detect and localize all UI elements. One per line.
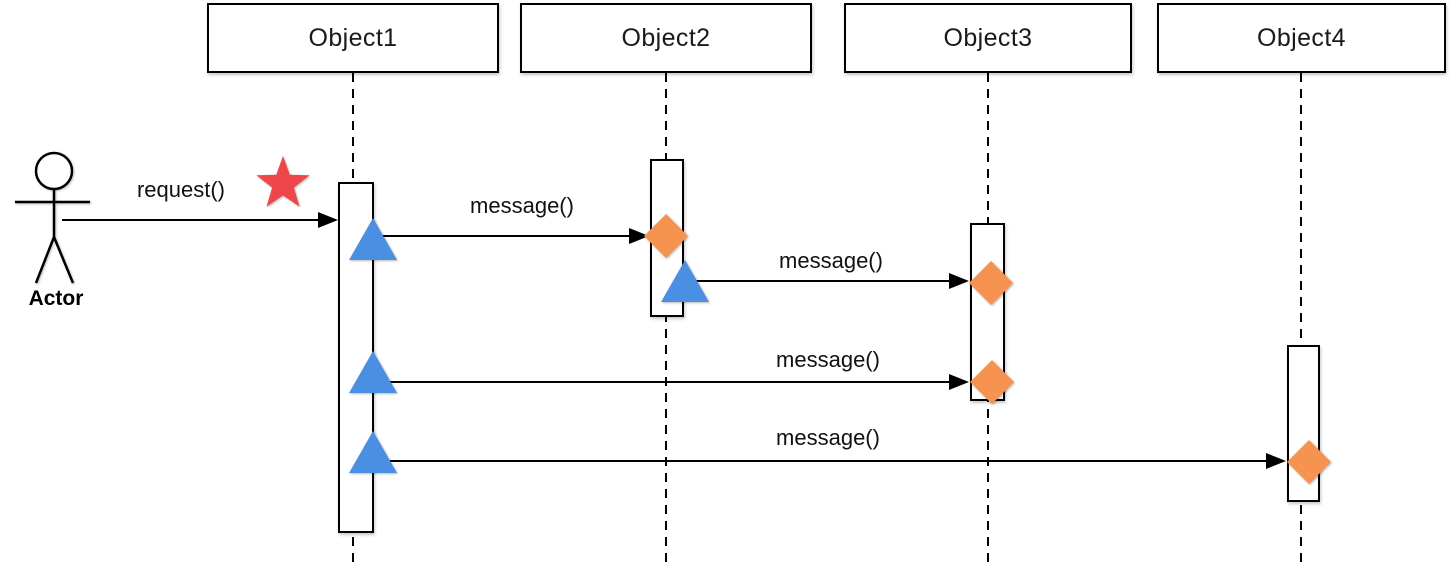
message-label-4: message()	[776, 425, 880, 450]
arrowhead-icon	[318, 212, 338, 228]
triangle-icon	[661, 260, 709, 302]
message-arrow-4	[374, 460, 1268, 462]
actor-icon	[15, 151, 90, 284]
object-box-object2: Object2	[520, 3, 812, 73]
object-label-object2: Object2	[621, 23, 711, 52]
diamond-icon	[1287, 440, 1331, 484]
lifeline-object2	[665, 73, 667, 568]
message-label-1: message()	[470, 193, 574, 218]
message-arrow-1	[374, 235, 631, 237]
triangle-icon	[349, 218, 397, 260]
actor-label: Actor	[28, 287, 84, 310]
object-label-object4: Object4	[1257, 23, 1346, 52]
object-box-object4: Object4	[1157, 3, 1446, 73]
arrowhead-icon	[629, 228, 649, 244]
object-box-object1: Object1	[207, 3, 499, 73]
object-label-object1: Object1	[308, 23, 398, 52]
message-label-2: message()	[779, 248, 883, 273]
arrowhead-icon	[949, 374, 969, 390]
diamond-icon	[970, 360, 1014, 404]
lifeline-object4	[1300, 73, 1302, 568]
message-arrow-request	[62, 219, 320, 221]
diamond-icon	[969, 261, 1013, 305]
arrowhead-icon	[1266, 453, 1286, 469]
message-label-3: message()	[776, 347, 880, 372]
star-icon	[256, 156, 310, 207]
message-arrow-3	[374, 381, 951, 383]
triangle-icon	[349, 431, 397, 473]
message-label-request: request()	[136, 177, 226, 202]
arrowhead-icon	[949, 273, 969, 289]
diamond-icon	[644, 214, 688, 258]
object-label-object3: Object3	[943, 23, 1033, 52]
message-arrow-2	[684, 280, 951, 282]
object-box-object3: Object3	[844, 3, 1132, 73]
triangle-icon	[349, 351, 397, 393]
